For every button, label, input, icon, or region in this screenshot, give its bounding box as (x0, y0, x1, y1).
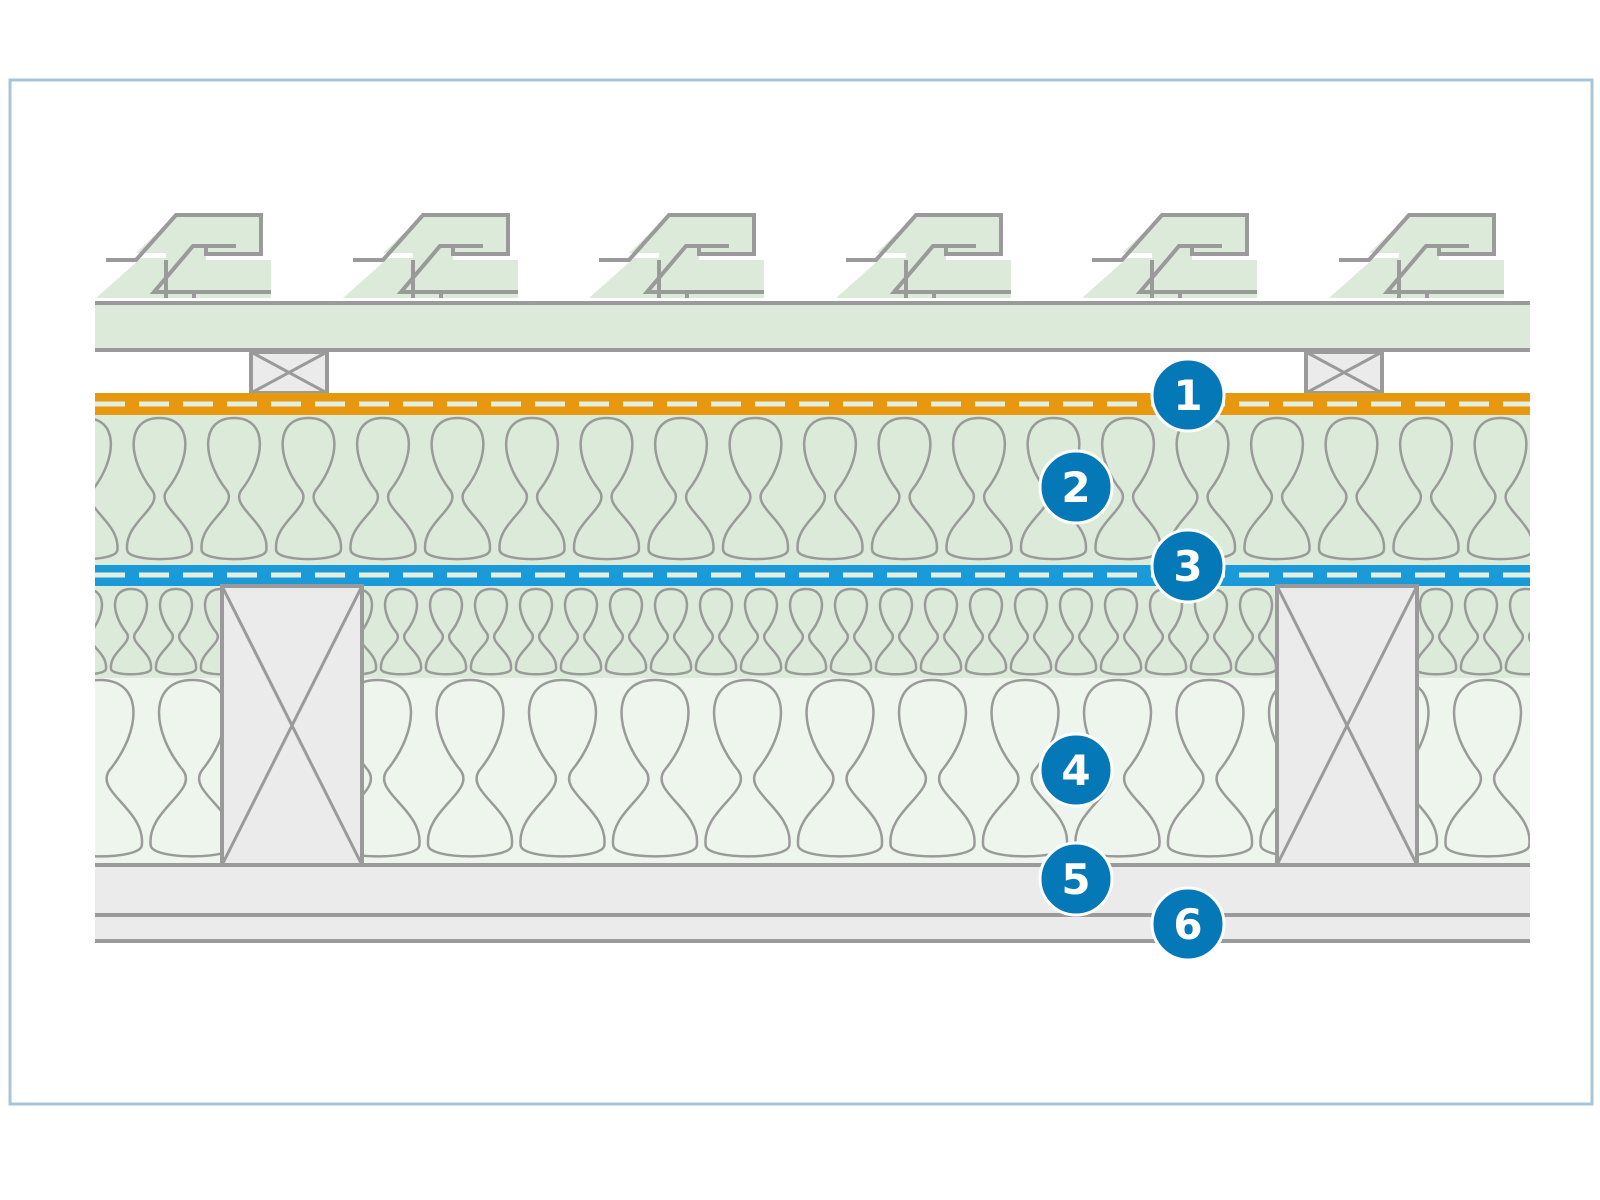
board-5 (95, 865, 1530, 915)
insulation-fiber (572, 416, 641, 561)
marker-4-label: 4 (1061, 746, 1090, 795)
marker-2-label: 2 (1061, 463, 1090, 512)
insulation-fiber (796, 416, 864, 561)
insulation-fiber (514, 587, 558, 676)
insulation-fiber (874, 587, 918, 676)
insulation-fiber (611, 678, 699, 858)
marker-2: 2 (1038, 449, 1114, 525)
marker-1: 1 (1150, 357, 1226, 433)
insulation-fiber (1009, 587, 1053, 676)
insulation-fiber (649, 587, 693, 676)
insulation-fiber (784, 587, 828, 676)
insulation-fiber (95, 589, 108, 675)
roof-tile-edge (904, 260, 936, 298)
insulation-fiber (739, 587, 783, 676)
insulation-fiber (1166, 678, 1254, 858)
insulation-fiber (694, 587, 738, 676)
insulation-fiber (154, 587, 198, 676)
roof-tile (353, 213, 518, 294)
roof-tile-edge (411, 260, 443, 298)
insulation-fiber (1466, 416, 1530, 561)
roof-tile-edge (657, 260, 689, 298)
marker-5-label: 5 (1061, 855, 1090, 904)
roof-tiles (96, 213, 1504, 298)
insulation-fiber (1054, 587, 1098, 676)
roof-tile (1092, 213, 1257, 294)
roof-tile (599, 213, 764, 294)
insulation-fiber (423, 416, 492, 561)
insulation-fiber (424, 587, 468, 676)
insulation-fiber (1189, 587, 1233, 676)
insulation-fiber (1243, 416, 1311, 561)
insulation-fiber (274, 416, 343, 561)
marker-1-label: 1 (1173, 371, 1202, 420)
insulation-fiber (1504, 587, 1530, 676)
insulation-fiber (964, 587, 1008, 676)
insulation-fiber (889, 678, 976, 858)
insulation-fiber (829, 587, 873, 676)
insulation-fiber (1099, 587, 1143, 676)
marker-3-label: 3 (1173, 542, 1202, 591)
insulation-fiber (149, 678, 236, 858)
insulation-fiber (498, 416, 566, 561)
insulation-fiber (379, 587, 423, 676)
marker-6-label: 6 (1173, 900, 1202, 949)
insulation-fiber (647, 416, 715, 561)
insulation-fiber (200, 416, 268, 561)
insulation-fiber (1144, 587, 1188, 676)
insulation-fiber (519, 678, 606, 858)
insulation-fiber (1317, 416, 1386, 561)
roof-tile-edge (164, 260, 196, 298)
insulation-upper-fill (95, 415, 1530, 565)
roof-tile (106, 213, 271, 294)
insulation-fiber (919, 587, 963, 676)
roof-tile (1339, 213, 1504, 294)
marker-5: 5 (1038, 841, 1114, 917)
insulation-fiber (721, 416, 790, 561)
insulation-fiber (704, 678, 791, 858)
insulation-fiber (95, 678, 144, 858)
roof-tile-edge (1397, 260, 1429, 298)
insulation-fiber (1234, 587, 1278, 676)
insulation-fiber (125, 416, 194, 561)
insulation-fiber (796, 678, 884, 858)
marker-6: 6 (1150, 886, 1226, 962)
roof-batten-board (95, 303, 1530, 350)
insulation-fiber (1444, 678, 1530, 858)
marker-3: 3 (1150, 528, 1226, 604)
insulation-fiber (945, 416, 1013, 561)
insulation-fiber (1414, 587, 1458, 676)
insulation-fiber (109, 587, 153, 676)
roof-tile (846, 213, 1011, 294)
roof-tile-edge (1150, 260, 1182, 298)
insulation-fiber (1459, 587, 1503, 676)
rafter (1275, 584, 1419, 867)
insulation-fiber (469, 587, 513, 676)
insulation-fiber (604, 587, 648, 676)
marker-4: 4 (1038, 732, 1114, 808)
insulation-fiber (870, 416, 939, 561)
counter-batten (249, 350, 329, 395)
insulation-fiber (95, 418, 119, 560)
board-6 (95, 917, 1530, 941)
insulation-fiber (426, 678, 514, 858)
counter-batten (1304, 350, 1384, 395)
insulation-fiber (1392, 416, 1460, 561)
rafter (220, 584, 364, 867)
insulation-fiber (349, 416, 417, 561)
insulation-fiber (559, 587, 603, 676)
